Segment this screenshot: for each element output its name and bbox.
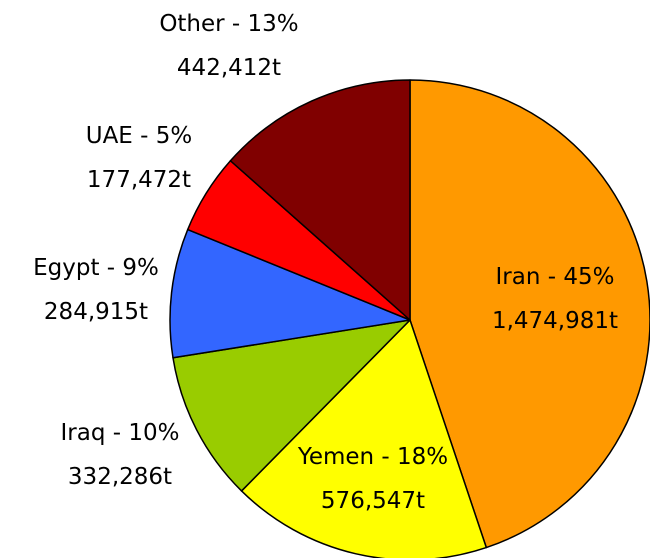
slice-label-yemen: Yemen - 18%: [297, 444, 448, 470]
pie-slice-other: [229, 79, 411, 321]
slice-value-yemen: 576,547t: [321, 488, 425, 514]
slice-label-uae: UAE - 5%: [86, 123, 193, 149]
pie-slice-iran: [409, 79, 650, 549]
slice-value-other: 442,412t: [177, 55, 281, 81]
slice-value-iran: 1,474,981t: [492, 308, 618, 334]
slice-label-egypt: Egypt - 9%: [33, 255, 159, 281]
slice-label-iraq: Iraq - 10%: [61, 420, 180, 446]
slice-value-iraq: 332,286t: [68, 464, 172, 490]
slice-label-iran: Iran - 45%: [496, 264, 615, 290]
slice-value-uae: 177,472t: [87, 167, 191, 193]
pie-slice-yemen: [240, 319, 488, 558]
pie-slice-egypt: [169, 228, 411, 359]
slice-label-other: Other - 13%: [159, 11, 298, 37]
pie-slices: [169, 79, 650, 558]
slice-value-egypt: 284,915t: [44, 299, 148, 325]
pie-slice-iraq: [172, 319, 411, 492]
